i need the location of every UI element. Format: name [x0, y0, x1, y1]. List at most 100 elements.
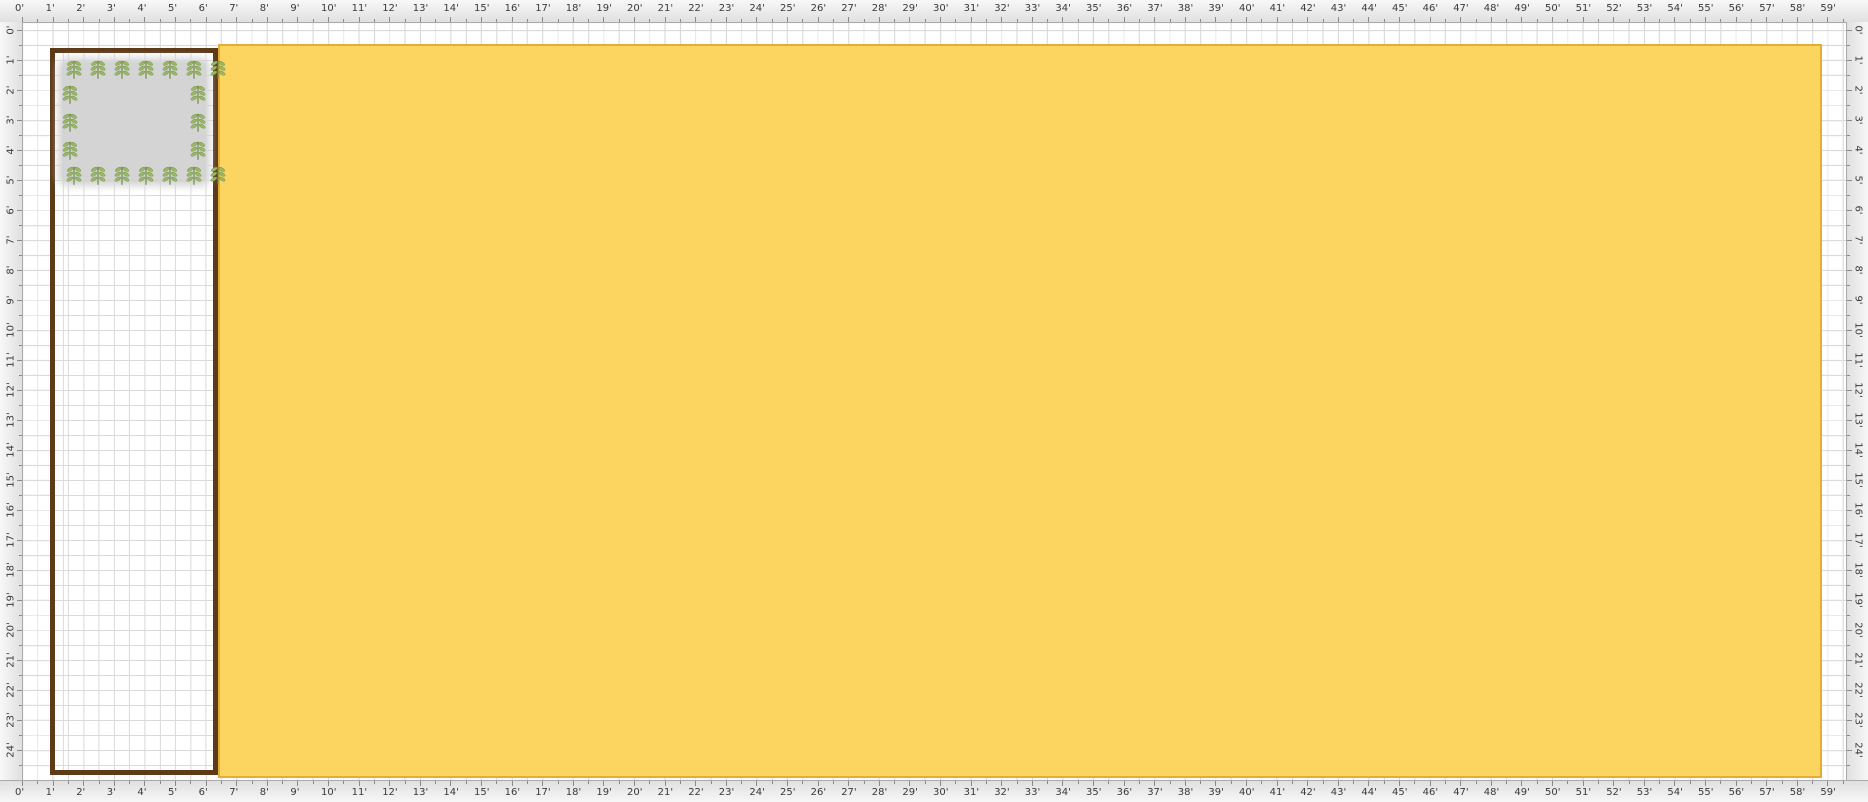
ruler-tick-label: 18' [565, 787, 582, 798]
ruler-tick-label: 17' [535, 787, 551, 798]
ruler-tick-label: 14' [5, 442, 17, 458]
oregano-icon[interactable] [86, 163, 110, 187]
oregano-icon[interactable] [110, 57, 134, 81]
ruler-tick-label: 9' [1852, 295, 1864, 305]
ruler-tick-label: 27' [841, 787, 857, 798]
ruler-tick-label: 4' [1852, 145, 1864, 155]
ruler-tick-label: 19' [596, 3, 612, 14]
ruler-tick-label: 13' [412, 3, 429, 14]
ruler-tick-label: 12' [382, 3, 398, 14]
oregano-icon[interactable] [186, 138, 210, 162]
oregano-icon[interactable] [58, 82, 82, 106]
ruler-tick-label: 36' [1116, 3, 1133, 14]
oregano-icon[interactable] [58, 138, 82, 162]
ruler-tick-label: 19' [1852, 592, 1864, 608]
ruler-tick-label: 53' [1636, 787, 1653, 798]
oregano-icon[interactable] [206, 57, 230, 81]
ruler-tick-label: 21' [657, 787, 674, 798]
ruler-tick-label: 48' [1483, 787, 1500, 798]
oregano-icon[interactable] [58, 110, 82, 134]
ruler-tick-label: 9' [290, 3, 300, 14]
ruler-right: 0'1'2'3'4'5'6'7'8'9'10'11'12'13'14'15'16… [1846, 22, 1868, 780]
ruler-tick-label: 25' [780, 787, 796, 798]
ruler-tick-label: 34' [1055, 787, 1071, 798]
ruler-tick-label: 43' [1330, 787, 1347, 798]
ruler-left: 0'1'2'3'4'5'6'7'8'9'10'11'12'13'14'15'16… [0, 22, 23, 780]
oregano-icon[interactable] [62, 57, 86, 81]
ruler-tick-label: 39' [1208, 787, 1224, 798]
oregano-icon[interactable] [86, 57, 110, 81]
ruler-tick-label: 41' [1269, 787, 1286, 798]
ruler-tick-label: 32' [994, 787, 1010, 798]
ruler-tick-label: 35' [1086, 787, 1102, 798]
plot-fill [62, 62, 206, 182]
ruler-tick-label: 33' [1024, 3, 1041, 14]
ruler-tick-label: 5' [5, 175, 17, 185]
plot-greek-oregano[interactable] [58, 57, 226, 187]
ruler-tick-label: 35' [1086, 3, 1102, 14]
ruler-tick-label: 2' [5, 85, 17, 95]
ruler-tick-label: 21' [657, 3, 674, 14]
ruler-tick-label: 7' [229, 787, 239, 798]
ruler-bottom: 0'1'2'3'4'5'6'7'8'9'10'11'12'13'14'15'16… [0, 780, 1868, 802]
ruler-tick-label: 31' [963, 787, 980, 798]
ruler-tick-label: 19' [596, 787, 612, 798]
oregano-icon[interactable] [206, 163, 230, 187]
ruler-tick-label: 5' [1852, 175, 1864, 185]
oregano-icon[interactable] [182, 163, 206, 187]
ruler-tick-label: 24' [749, 787, 765, 798]
ruler-tick-label: 18' [1852, 562, 1864, 578]
ruler-tick-label: 1' [45, 3, 55, 14]
ruler-tick-label: 32' [994, 3, 1010, 14]
ruler-tick-label: 34' [1055, 3, 1071, 14]
ruler-tick-label: 0' [1852, 25, 1864, 35]
ruler-tick-label: 4' [137, 3, 147, 14]
ruler-tick-label: 40' [1239, 787, 1255, 798]
oregano-icon[interactable] [186, 82, 210, 106]
ruler-tick-label: 10' [1852, 322, 1864, 338]
ruler-tick-label: 0' [15, 787, 25, 798]
oregano-icon[interactable] [158, 163, 182, 187]
ruler-tick-label: 27' [841, 3, 857, 14]
ruler-tick-label: 8' [5, 265, 17, 275]
garden-area[interactable] [218, 44, 1822, 778]
ruler-tick-label: 5' [168, 3, 178, 14]
ruler-tick-label: 20' [1852, 622, 1864, 638]
oregano-icon[interactable] [158, 57, 182, 81]
oregano-icon[interactable] [186, 110, 210, 134]
ruler-tick-label: 12' [382, 787, 398, 798]
ruler-tick-label: 42' [1300, 3, 1316, 14]
ruler-tick-label: 47' [1453, 3, 1469, 14]
ruler-tick-label: 44' [1361, 3, 1377, 14]
oregano-icon[interactable] [110, 163, 134, 187]
ruler-tick-label: 51' [1575, 3, 1592, 14]
oregano-icon[interactable] [62, 163, 86, 187]
ruler-tick-label: 28' [871, 787, 888, 798]
ruler-tick-label: 24' [749, 3, 765, 14]
ruler-tick-label: 52' [1606, 3, 1622, 14]
ruler-tick-label: 45' [1392, 3, 1408, 14]
ruler-tick-label: 44' [1361, 787, 1377, 798]
ruler-tick-label: 56' [1728, 787, 1745, 798]
ruler-tick-label: 45' [1392, 787, 1408, 798]
oregano-icon[interactable] [134, 163, 158, 187]
ruler-tick-label: 39' [1208, 3, 1224, 14]
ruler-tick-label: 20' [5, 622, 17, 638]
ruler-tick-label: 1' [45, 787, 55, 798]
ruler-tick-label: 29' [902, 787, 918, 798]
ruler-tick-label: 15' [474, 787, 490, 798]
ruler-tick-label: 3' [106, 3, 116, 14]
ruler-tick-label: 15' [5, 472, 17, 488]
ruler-tick-label: 10' [5, 322, 17, 338]
ruler-tick-label: 9' [290, 787, 300, 798]
ruler-tick-label: 55' [1698, 3, 1714, 14]
ruler-tick-label: 20' [627, 787, 643, 798]
ruler-tick-label: 14' [1852, 442, 1864, 458]
oregano-icon[interactable] [182, 57, 206, 81]
ruler-tick-label: 13' [5, 412, 17, 428]
oregano-icon[interactable] [134, 57, 158, 81]
ruler-tick-label: 49' [1514, 3, 1530, 14]
ruler-tick-label: 58' [1789, 3, 1806, 14]
ruler-tick-label: 7' [229, 3, 239, 14]
ruler-tick-label: 28' [871, 3, 888, 14]
